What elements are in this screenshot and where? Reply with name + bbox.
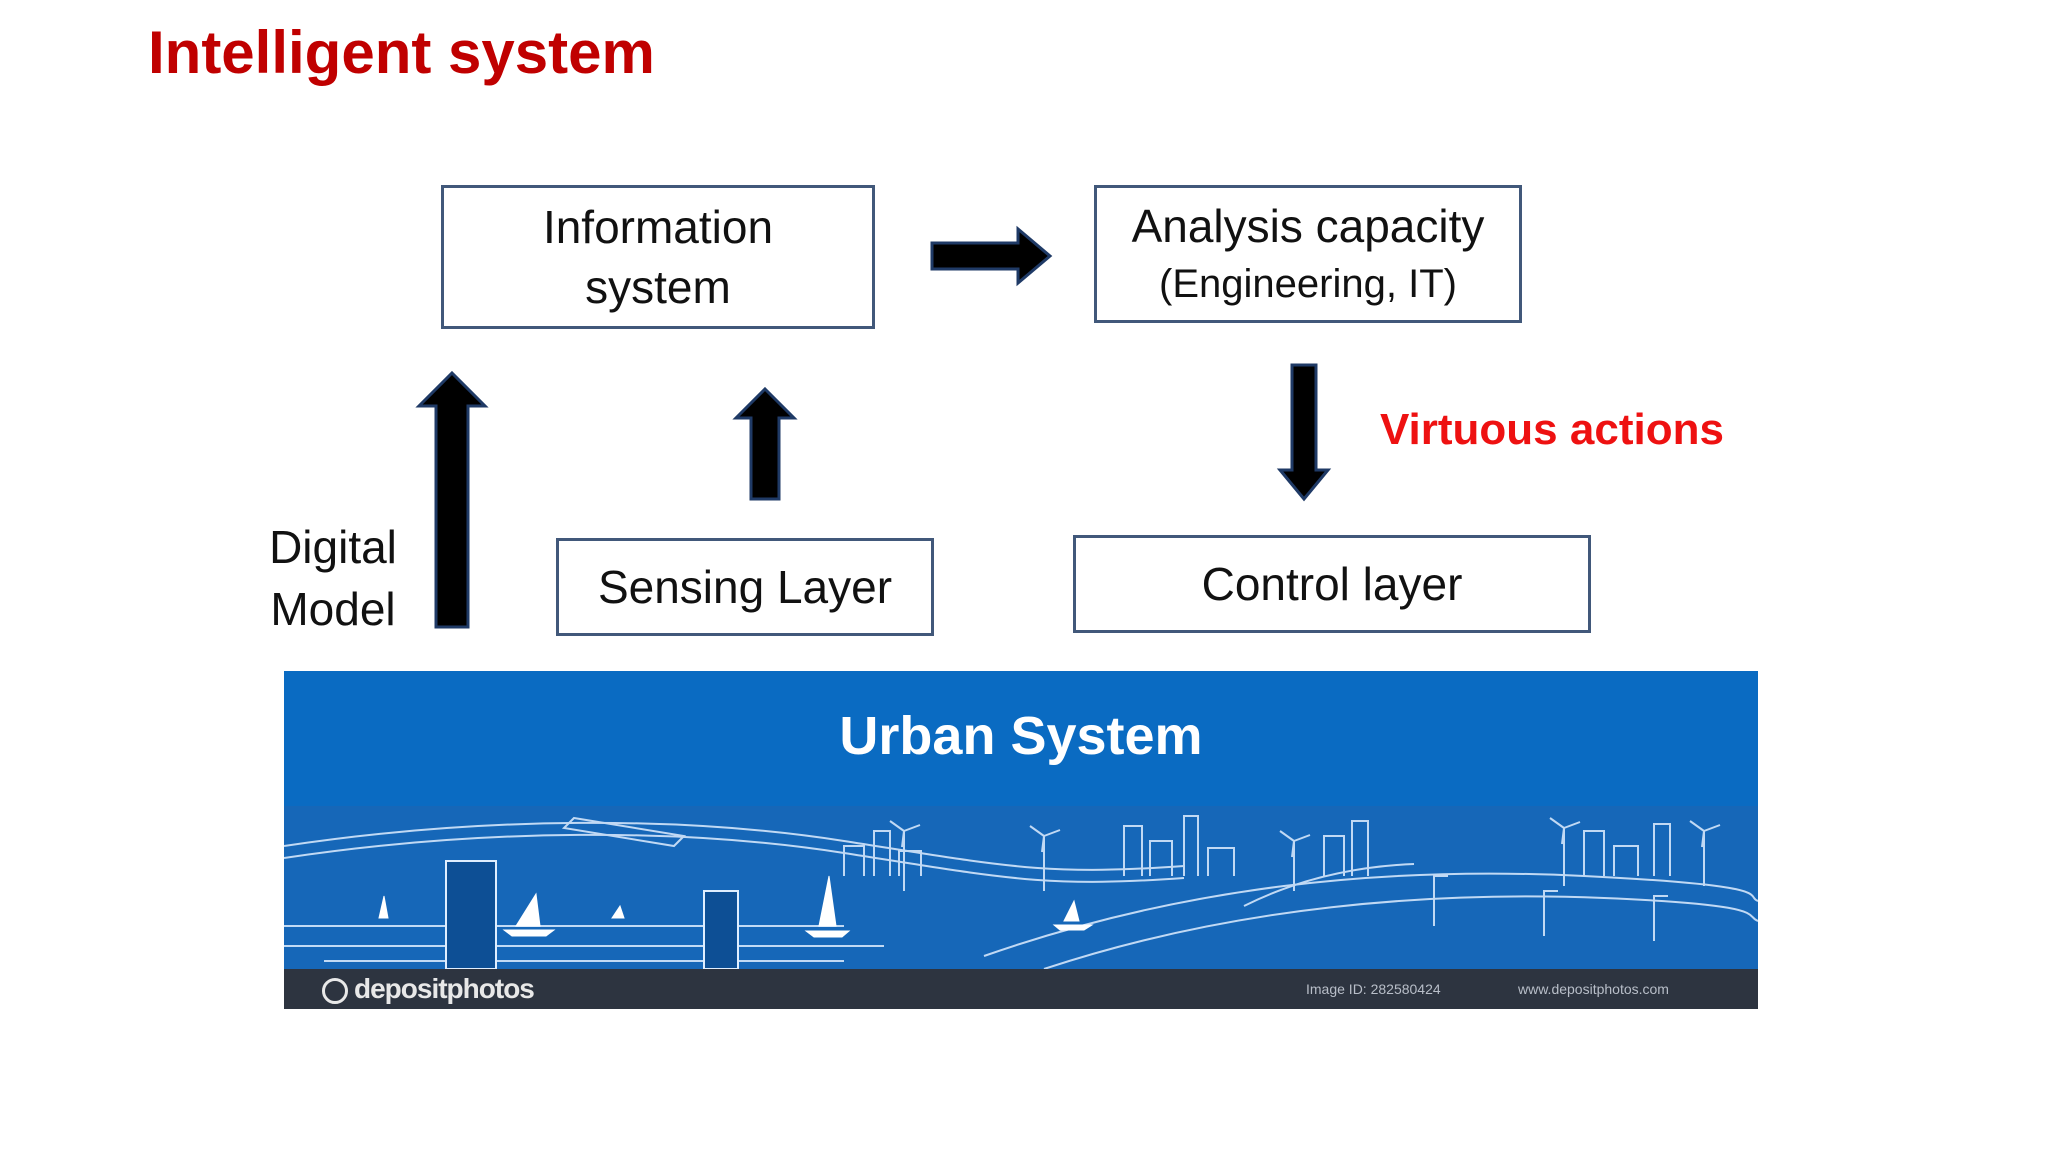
digital-model-up-arrow-icon bbox=[415, 370, 489, 629]
slide-title: Intelligent system bbox=[148, 19, 655, 86]
watermark-logo-text: depositphotos bbox=[354, 973, 535, 1004]
urban-system-title: Urban System bbox=[839, 706, 1203, 766]
digital-model-label: Digital Model bbox=[250, 516, 416, 640]
analysis-capacity-box: Analysis capacity (Engineering, IT) bbox=[1094, 185, 1522, 323]
virtuous-actions-label: Virtuous actions bbox=[1380, 405, 1724, 454]
depositphotos-logo: depositphotos bbox=[322, 969, 535, 1009]
analysis-capacity-line2: (Engineering, IT) bbox=[1159, 262, 1457, 306]
city-illustration bbox=[284, 806, 1758, 969]
information-system-line1: Information bbox=[542, 201, 774, 253]
control-layer-label: Control layer bbox=[1201, 558, 1463, 610]
sensing-layer-label: Sensing Layer bbox=[597, 561, 893, 613]
sensing-layer-box: Sensing Layer bbox=[556, 538, 934, 636]
camera-icon bbox=[322, 977, 348, 1004]
sensing-up-arrow-icon bbox=[732, 386, 798, 501]
virtuous-down-arrow-icon bbox=[1276, 363, 1332, 502]
watermark-bar: depositphotos Image ID: 282580424 www.de… bbox=[284, 969, 1758, 1009]
urban-system-image: Urban System bbox=[284, 671, 1758, 1009]
information-system-line2: system bbox=[585, 261, 731, 313]
right-arrow-icon bbox=[930, 225, 1053, 287]
digital-model-line2: Model bbox=[270, 583, 396, 635]
watermark-image-id: Image ID: 282580424 bbox=[1306, 981, 1441, 997]
watermark-url: www.depositphotos.com bbox=[1518, 981, 1669, 997]
digital-model-line1: Digital bbox=[269, 521, 397, 573]
control-layer-box: Control layer bbox=[1073, 535, 1591, 633]
information-system-box: Information system bbox=[441, 185, 875, 329]
analysis-capacity-line1: Analysis capacity bbox=[1131, 200, 1485, 252]
